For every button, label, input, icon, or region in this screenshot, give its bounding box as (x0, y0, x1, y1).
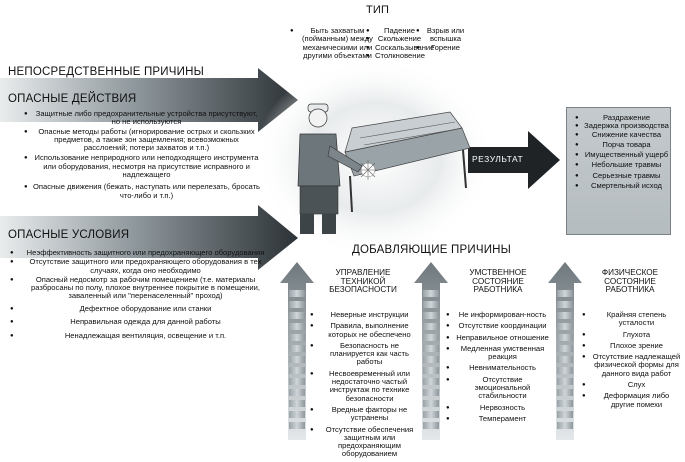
result-item: Имущественный ущерб (575, 150, 669, 159)
list-item: Не информирован-ность (446, 310, 550, 319)
list-item: Плохое зрение (582, 341, 682, 350)
result-label: РЕЗУЛЬТАТ (472, 154, 524, 164)
unsafe-conditions-list: Неэффективность защитного или предохраня… (10, 248, 272, 341)
result-item: Снижение качества (575, 130, 669, 139)
unsafe-conditions-title: ОПАСНЫЕ УСЛОВИЯ (8, 229, 130, 241)
list-item: Неверные инструкции (310, 310, 420, 319)
list-item: Неэффективность защитного или предохраня… (10, 248, 272, 257)
list-item: Неправильная одежда для данной работы (10, 317, 272, 326)
type-item: Соскальзывание (366, 43, 434, 52)
type-title: ТИП (366, 4, 390, 16)
type-item: Быть захватым (пойманным) между механиче… (290, 26, 376, 60)
list-item: Крайняя степень усталости (582, 310, 682, 328)
col-mental-list: Не информирован-ность Отсутствие координ… (446, 310, 550, 426)
type-col1: Быть захватым (пойманным) между механиче… (290, 26, 376, 60)
result-item: Смертельный исход (575, 181, 669, 190)
direct-causes-title: НЕПОСРЕДСТВЕННЫЕ ПРИЧИНЫ (8, 66, 204, 78)
type-item: Падение (366, 26, 424, 35)
worker-illustration (297, 103, 471, 234)
ladder-physical (557, 290, 573, 433)
list-item: Отсутствие надлежащей физической формы д… (582, 353, 682, 378)
list-item: Невнимательность (446, 364, 550, 373)
col-mental-title: УМСТВЕННОЕ СОСТОЯНИЕ РАБОТНИКА (469, 268, 527, 295)
ladder-safety (289, 290, 305, 433)
result-item: Небольшие травмы (575, 161, 669, 170)
type-col2: Падение Скольжение Соскальзывание Столкн… (366, 26, 434, 60)
list-item: Неправильное отношение (446, 333, 550, 342)
list-item: Медленная умственная реакция (446, 344, 550, 362)
list-item: Правила, выполнение которых не обеспечен… (310, 322, 420, 339)
result-item: Раздражение (575, 113, 669, 122)
list-item: Использование неприродного или неподходя… (24, 154, 260, 179)
list-item: Нервозность (446, 403, 550, 412)
unsafe-actions-title: ОПАСНЫЕ ДЕЙСТВИЯ (8, 93, 137, 105)
list-item: Темперамент (446, 414, 550, 423)
result-box: Раздражение Задержка производства Снижен… (566, 107, 671, 235)
type-item: Столкновение (366, 51, 425, 60)
list-item: Вредные факторы не устранены (310, 405, 420, 423)
list-item: Защитные либо предохранительные устройст… (24, 109, 260, 127)
col-safety-list: Неверные инструкции Правила, выполнение … (310, 310, 420, 462)
list-item: Отсутствие координации (446, 321, 550, 330)
col-safety-title: УПРАВЛЕНИЕ ТЕХНИКОЙ БЕЗОПАСНОСТИ (329, 268, 397, 295)
result-item: Задержка производства (575, 121, 669, 130)
contributing-title: ДОБАВЛЯЮЩИЕ ПРИЧИНЫ (352, 244, 512, 256)
col-physical-title: ФИЗИЧЕСКОЕ СОСТОЯНИЕ РАБОТНИКА (601, 268, 659, 295)
list-item: Отсутствие эмоциональной стабильности (446, 375, 550, 401)
list-item: Опасные движения (бежать, наступать или … (24, 183, 260, 200)
list-item: Опасный недосмотр за рабочим помещением … (10, 275, 272, 301)
result-item: Порча товара (575, 140, 669, 149)
type-item: Горение (416, 43, 466, 52)
result-list: Раздражение Задержка производства Снижен… (575, 113, 669, 190)
ladder-mental (423, 290, 439, 433)
list-item: Несвоевременный или недостаточно частый … (310, 369, 420, 403)
list-item: Безопасность не планируется как часть ра… (310, 341, 420, 367)
list-item: Ненадлежащая вентиляция, освещение и т.п… (10, 332, 272, 341)
list-item: Слух (582, 380, 682, 389)
type-col3: Взрыв или вспышка Горение (416, 26, 466, 52)
unsafe-actions-list: Защитные либо предохранительные устройст… (24, 109, 260, 200)
type-item: Взрыв или вспышка (416, 26, 466, 44)
list-item: Отсутствие защитного или предохраняющего… (10, 258, 272, 275)
col-physical-list: Крайняя степень усталости Глухота Плохое… (582, 310, 682, 412)
list-item: Опасные методы работы (игнорирование ост… (24, 127, 260, 153)
type-item: Скольжение (366, 34, 424, 43)
list-item: Деформация либо другие помехи (582, 392, 682, 409)
result-arrow (468, 131, 560, 189)
list-item: Дефектное оборудование или станки (10, 304, 272, 313)
list-item: Глухота (582, 330, 682, 339)
result-item: Серьезные травмы (575, 171, 669, 180)
